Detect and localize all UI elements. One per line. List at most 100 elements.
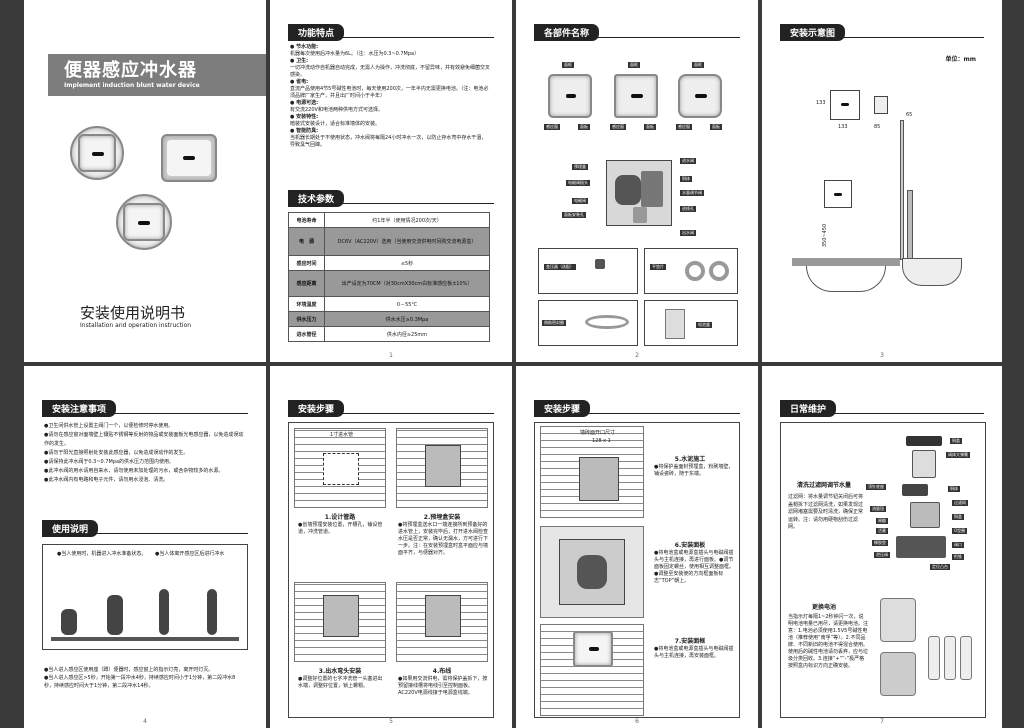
step3-title: 3.出水弯头安装 <box>318 668 362 675</box>
acc-label: 借助密封圈 <box>542 320 566 326</box>
note-item: ●此冲水阀内有电路和电子元件，请勿用水浸泡、清洗。 <box>44 477 169 483</box>
maint-frame <box>780 422 986 718</box>
step5-text: ●将保护盖面封预埋盒，粉刷墙壁，铺设瓷砖，随于东端。 <box>654 464 734 477</box>
battery-image <box>928 636 940 680</box>
exploded-part <box>902 484 928 496</box>
feature-item: ● 省电:直流产品使用4节5号碱性电池时，每天使用200次，一年半内无需更换电池… <box>290 79 489 99</box>
table-row: 进水管径供水内径≥25mm <box>288 326 490 342</box>
battery-title: 更换电池 <box>811 604 836 611</box>
maint-label: 衔铁 <box>952 554 964 560</box>
filter-text: 过滤网：将水量调节钮关闭后可将盖帽拆下过滤网清洗，如果发现过滤网堵塞需要及时清洗… <box>788 494 864 530</box>
table-row: 感应距离出产设定为70CM（对30cmX30cm白标准感应板±10%） <box>288 270 490 297</box>
dim-label: 1寸进水管 <box>330 432 354 438</box>
panel-round <box>548 74 592 118</box>
table-row: 电池寿命约1年半（使用情况200次/天） <box>288 212 490 228</box>
front-view <box>830 90 860 120</box>
note-item: ●请勿于阳光直接照射处安装此感应器，以免造成误动作的发生。 <box>44 450 189 456</box>
note-item: ●请勿在感应窗对面墙壁上镶贴不锈钢等反射的物品或安装面板光电感应器，以免造成误动… <box>44 432 244 447</box>
note-item: ●卫生间供水管上设置主阀门一个，以便检修时停水使用。 <box>44 423 174 429</box>
side-view <box>874 96 888 114</box>
step7-image <box>540 624 644 716</box>
step1-title: 1.设计管路 <box>324 514 356 521</box>
feature-item: ● 安装特性:暗装式安装设计，适合标准墙体的安装。 <box>290 114 381 127</box>
step3-text: ●调整好位置的七字冲洗管一头塞进出水端，调整好位置，锁上螺帽。 <box>298 676 383 689</box>
valve-label: 出水阀 <box>680 230 696 236</box>
dim-label: 133 <box>816 100 826 106</box>
valve-label: 预埋盒 <box>572 164 588 170</box>
step2-image <box>396 428 488 508</box>
acc-label: 平垫片 <box>650 264 666 270</box>
dim-label: 133 <box>838 124 848 130</box>
manual-title-en: Installation and operation instruction <box>80 322 192 329</box>
header-rule <box>534 400 740 414</box>
page-number: 1 <box>389 352 393 359</box>
header-rule <box>780 24 984 38</box>
maint-label: 阀口 <box>952 542 964 548</box>
exploded-part <box>896 536 946 558</box>
valve-label: 电磁阀插头 <box>566 180 590 186</box>
page-number: 6 <box>635 718 639 725</box>
unit-label: 单位：mm <box>945 56 976 63</box>
notes-list: ●卫生间供水管上设置主阀门一个，以便检修时停水使用。 ●请勿在感应窗对面墙壁上镶… <box>44 422 244 485</box>
dim-label: 85 <box>874 124 881 130</box>
maint-label: 铜盖 <box>950 438 962 444</box>
maint-label: 活塞 <box>876 528 888 534</box>
header-rule <box>42 400 248 414</box>
part-label: 面框 <box>628 62 640 68</box>
maint-label: 定位凸台 <box>930 564 950 570</box>
valve-label: 铜体 <box>680 176 692 182</box>
cover-page: 便器感应冲水器 Implement induction blunt water … <box>24 0 266 362</box>
acc-seal <box>538 300 638 346</box>
maint-label: 闸瓣 <box>876 518 888 524</box>
part-label: 面板 <box>644 124 656 130</box>
header-rule <box>288 24 494 38</box>
header-rule <box>288 400 494 414</box>
notes-page: 安装注意事项 ●卫生间供水管上设置主阀门一个，以便检修时停水使用。 ●请勿在感应… <box>24 366 266 728</box>
part-label: 面框 <box>692 62 704 68</box>
cover-title: 便器感应冲水器 <box>64 60 197 81</box>
step1-image <box>294 428 386 508</box>
usage-illustration: ●当人使用时，机器进入冲水准备状态。 ●当人体离开感应区后进行冲水 <box>42 544 248 650</box>
page-number: 7 <box>880 718 884 725</box>
exploded-part <box>906 436 942 446</box>
trap <box>902 258 962 286</box>
device-square-face <box>123 203 165 241</box>
usage-text: ●当人进入感应区使用座（蹲）便器时，感应窗上的指示灯亮，离开时灯灭。 ●当人进入… <box>44 667 236 689</box>
maint-label: 橡胶垫 <box>872 540 888 546</box>
maint-header: 日常维护 <box>780 400 837 417</box>
filter-title: 清洗过滤网调节水量 <box>796 482 851 489</box>
step2-title: 2.预埋盒安装 <box>423 514 461 521</box>
diagram-header: 安装示意图 <box>780 24 846 41</box>
step7-text: ●将电池盒或电源盒插头与电磁阀插头与主机连接，再安装面框。 <box>654 646 734 659</box>
toilet-rim <box>792 258 900 266</box>
table-row: 供水压力供水水压≥0.3Mpa <box>288 311 490 327</box>
battery-text: 当指示灯每隔1~2秒钟闪一次，说明电池电量已用尽，请更换电池。注意：1.电池必须… <box>788 614 869 669</box>
header-rule <box>534 24 740 38</box>
dim-label: 65 <box>906 112 913 118</box>
dim-label: 墙砖面开口尺寸 <box>580 430 616 436</box>
note-item: ●此冲水阀的用水请用自来水，请勿使用未加处理的污水，或含杂物较多的水源。 <box>44 468 224 474</box>
part-label: 感应窗 <box>676 124 692 130</box>
feature-item: ● 电源可选:有交流220V和电池两种供电方式可选择。 <box>290 100 383 113</box>
step5-title: 5.水泥施工 <box>674 456 706 463</box>
cover-subtitle: Implement induction blunt water device <box>64 82 200 89</box>
step7-title: 7.安装面框 <box>674 638 706 645</box>
toilet-bowl <box>806 266 886 292</box>
page-number: 5 <box>389 718 393 725</box>
maint-label: 铜体 <box>948 486 960 492</box>
title-band <box>48 54 266 96</box>
maint-label: 顶针底座 <box>866 484 886 490</box>
part-label: 面板 <box>710 124 722 130</box>
header-rule <box>288 190 494 204</box>
page-number: 3 <box>880 352 884 359</box>
diagram-page: 安装示意图 单位：mm 133 133 85 65 350~450 3 <box>762 0 1002 362</box>
battery-image <box>960 636 972 680</box>
device-rect-image <box>161 134 217 182</box>
header-rule <box>42 520 248 534</box>
maint-label: 阀体大弹簧 <box>946 452 970 458</box>
header-rule <box>780 400 984 414</box>
step6-title: 6.安装面板 <box>674 542 706 549</box>
valve-label: 面板安装孔 <box>562 212 586 218</box>
steps1-frame <box>288 422 494 718</box>
feature-item: ● 智能防臭:当机器长期处于不使用状态，冲水阀将每隔24小时冲水一次，以防止存水… <box>290 128 487 148</box>
